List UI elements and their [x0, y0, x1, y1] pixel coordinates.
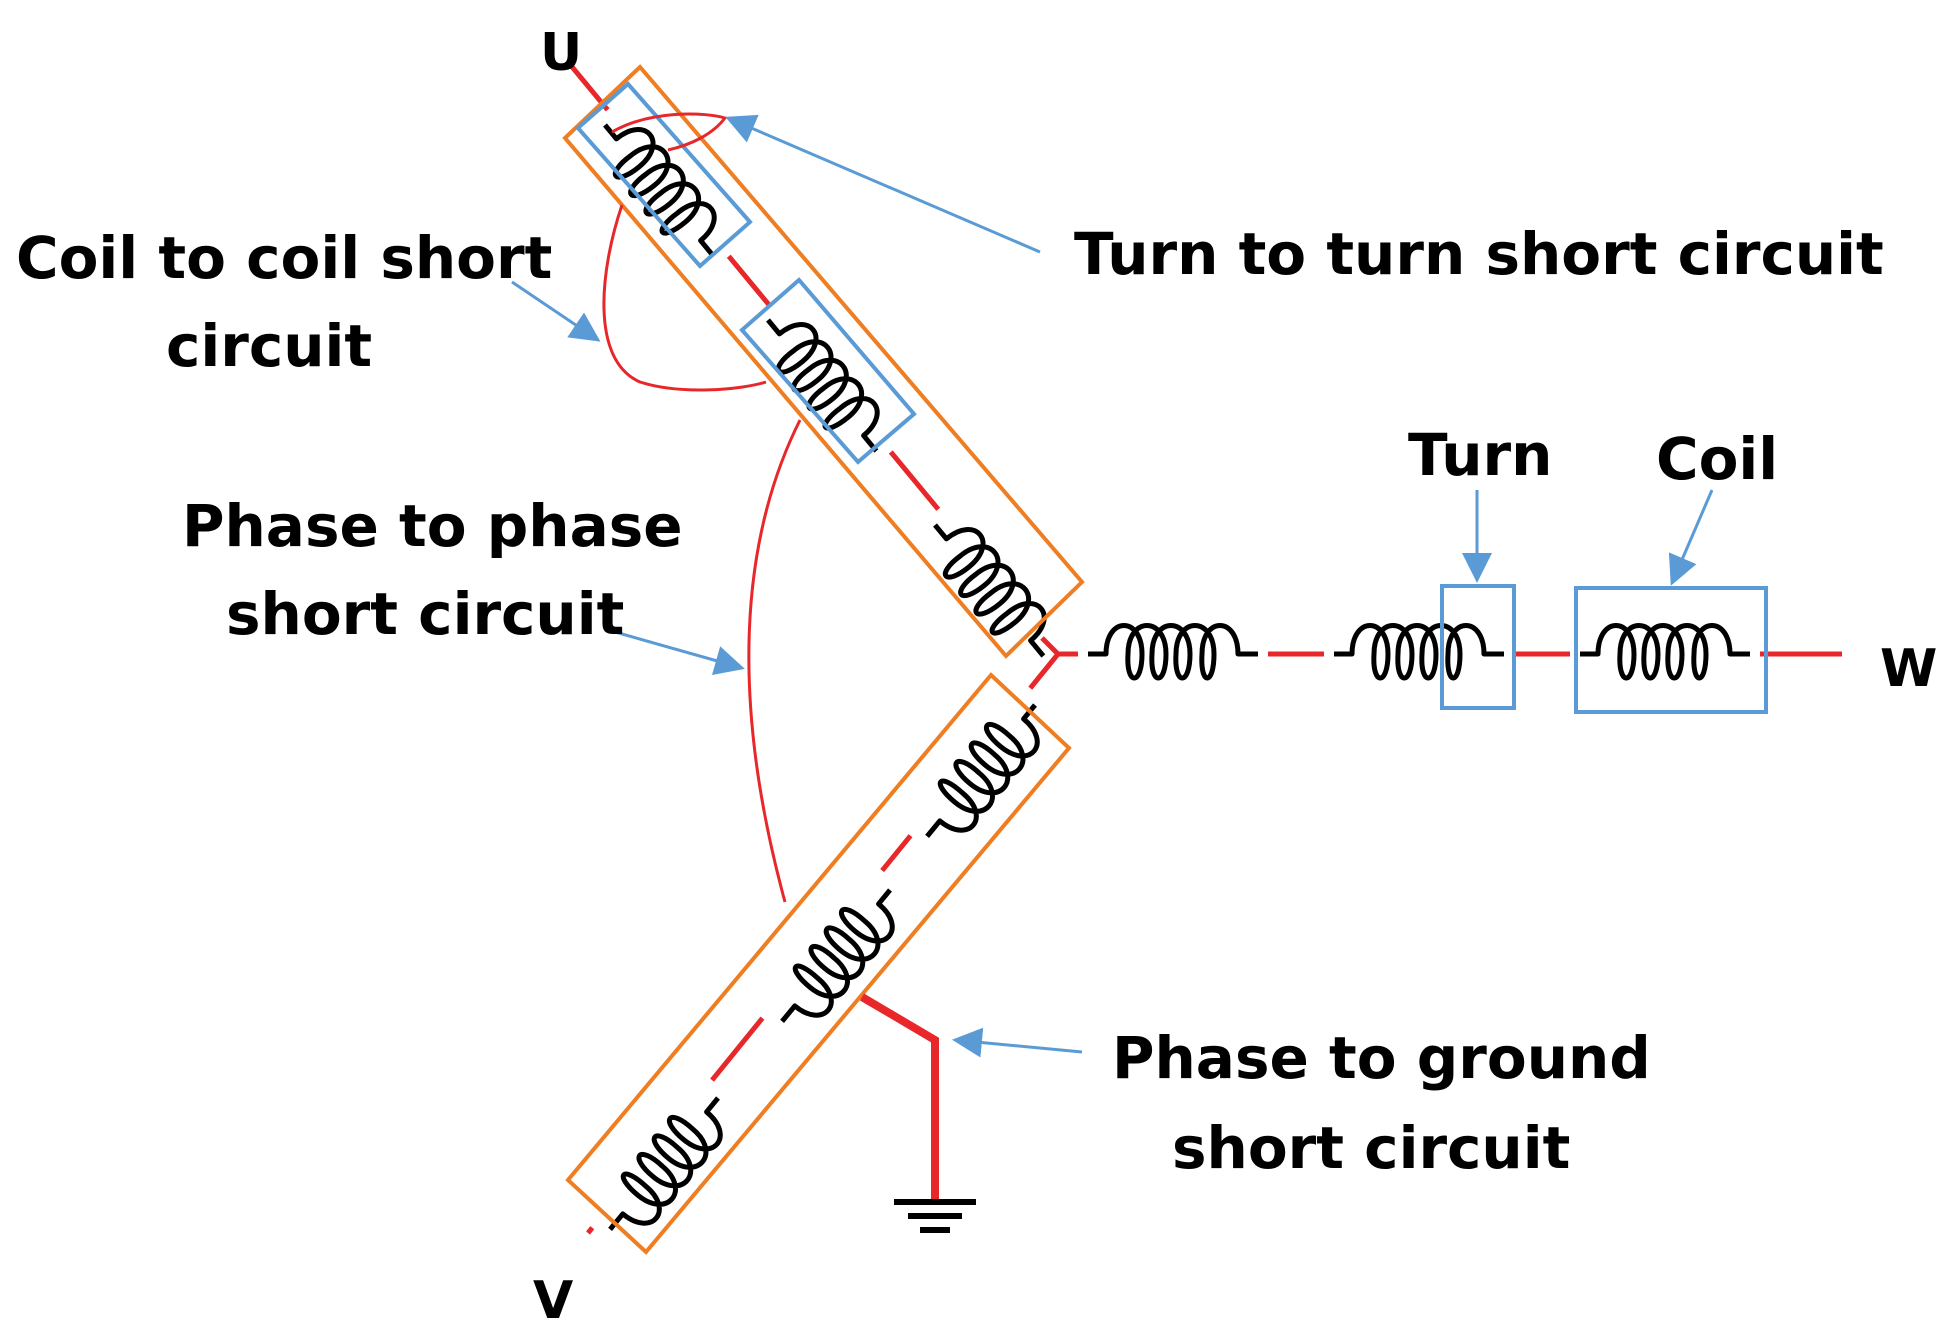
coil-to-coil-fault-loop — [602, 204, 767, 392]
turn-label: Turn — [1408, 421, 1552, 489]
fault-paths — [602, 112, 939, 1202]
coil-to-coil-label-line-1: Coil to coil short — [16, 224, 552, 292]
phase-v-coil-2 — [744, 856, 928, 1055]
terminal-w-label: W — [1880, 639, 1937, 699]
turn-highlight-box — [1440, 584, 1516, 710]
turn-to-turn-arrow — [725, 114, 1041, 254]
phase-to-phase-fault-curve — [747, 419, 802, 903]
phase-w-coil-3 — [1570, 614, 1760, 694]
phase-to-ground-fault-wire — [859, 993, 939, 1202]
turn-to-turn-fault-loop — [611, 112, 728, 152]
phase-w-coil-1 — [1078, 614, 1268, 694]
turn-to-turn-label: Turn to turn short circuit — [1074, 220, 1884, 288]
coil-to-coil-label-line-2: circuit — [166, 312, 372, 380]
phase-to-phase-arrow — [614, 630, 745, 676]
phase-to-ground-label-line-2: short circuit — [1172, 1114, 1570, 1182]
phase-u-coil-1 — [567, 91, 751, 290]
turn-turn-highlight-box — [575, 81, 753, 269]
coil-coil-highlight-box — [739, 277, 917, 465]
phase-w-coil-2 — [1324, 614, 1514, 694]
phase-to-ground-arrow — [952, 1027, 1083, 1058]
phase-u-winding — [562, 60, 1085, 690]
phase-v-winding — [565, 652, 1073, 1263]
ground-icon — [894, 1199, 976, 1233]
phase-u-coil-2 — [730, 286, 914, 485]
phase-to-phase-label-line-2: short circuit — [226, 580, 624, 648]
phase-w-winding — [1040, 584, 1842, 714]
phase-u-box — [562, 64, 1085, 659]
terminal-v-label: V — [533, 1271, 573, 1331]
coil-to-coil-arrow — [511, 280, 601, 342]
phase-v-coil-1 — [889, 671, 1073, 870]
coil-highlight-box — [1574, 586, 1768, 714]
phase-u-coil-3 — [897, 491, 1081, 690]
coil-label: Coil — [1656, 425, 1778, 493]
phase-v-box — [565, 672, 1072, 1255]
phase-to-ground-label-line-1: Phase to ground — [1112, 1024, 1651, 1092]
phase-to-phase-label-line-1: Phase to phase — [182, 492, 683, 560]
coil-arrow — [1668, 489, 1714, 586]
star-point-stub — [1040, 636, 1060, 656]
terminal-u-label: U — [540, 23, 582, 83]
annotation-arrows — [511, 114, 1714, 1058]
phase-v-coil-3 — [572, 1064, 756, 1263]
